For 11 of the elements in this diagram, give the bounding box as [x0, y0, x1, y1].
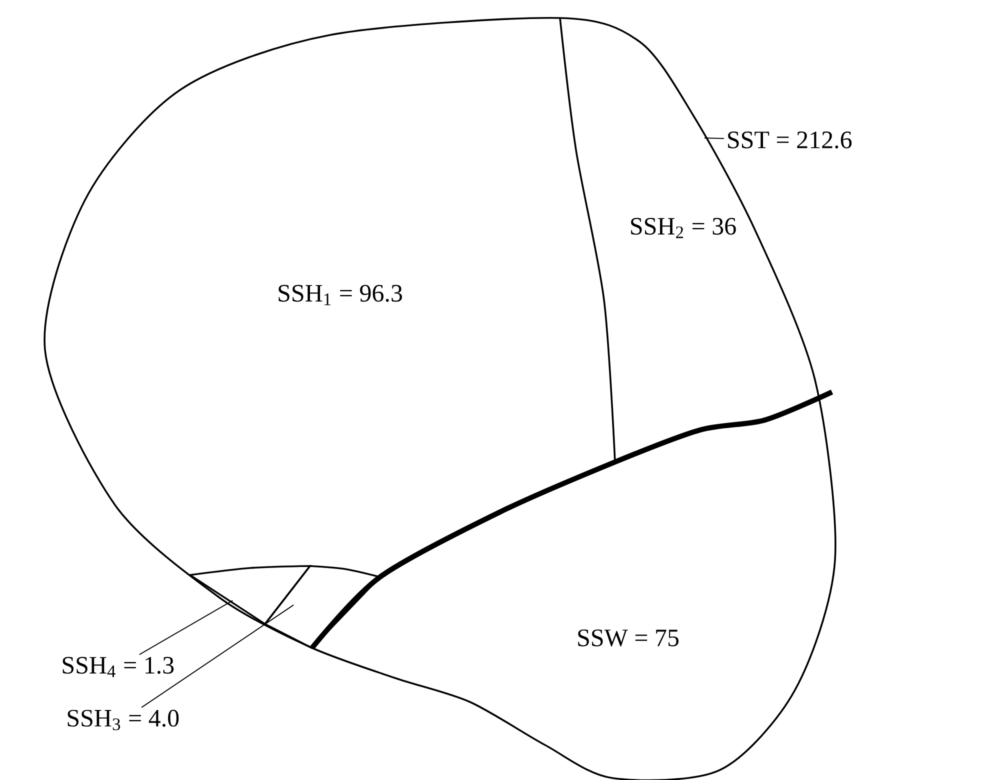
region-label: SSW = 75 [578, 630, 679, 646]
small-region [189, 565, 311, 625]
region-label: SST = 212.6 [728, 132, 852, 148]
region-label: SSH$_{1}$ = 96.3 [278, 284, 402, 306]
leader-line [138, 600, 234, 656]
small-region [264, 565, 381, 649]
region-label: SSH$_{3}$ = 4.0 [68, 710, 179, 730]
region-label: SSH$_{2}$ = 36 [631, 218, 736, 238]
leader-line [704, 138, 724, 139]
leader-line [141, 604, 294, 708]
region-label: SSH$_{4}$ = 1.3 [62, 656, 174, 678]
